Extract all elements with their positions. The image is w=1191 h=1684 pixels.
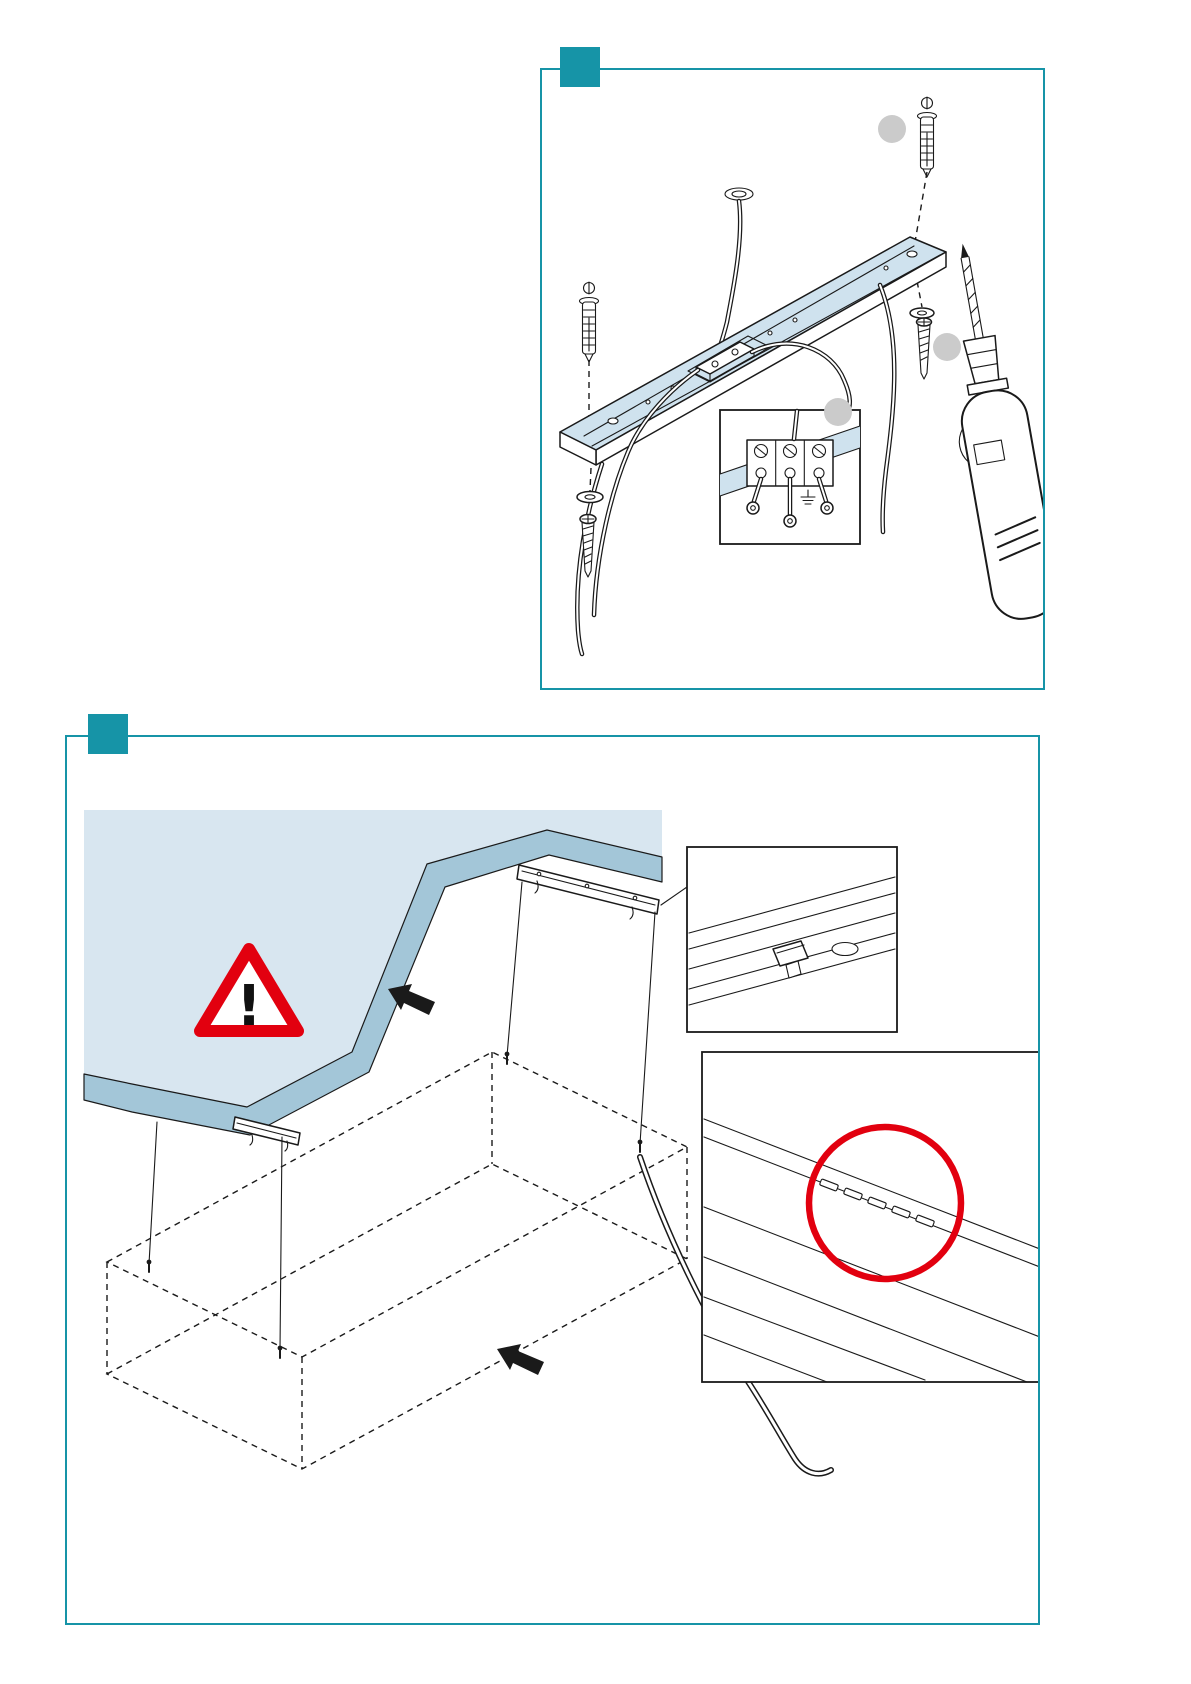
slot-detail-inset [701,1051,1038,1383]
mounting-bracket-left [232,1116,301,1152]
washer-left [576,490,604,504]
step-1-panel [540,47,1045,690]
bracket-detail-inset [686,846,898,1033]
mounting-rail-right [516,864,660,920]
power-drill-icon [958,243,1043,620]
ceiling [83,810,663,1136]
wall-anchor-left [578,281,600,363]
direction-arrow-lower-icon [497,1344,544,1375]
wiring-detail-inset [719,398,861,545]
wire-clip-detail [772,940,809,979]
callout-dot-screw [933,333,961,361]
callout-dot-anchor [878,115,906,143]
terminal-wires [746,408,834,528]
washer-right [909,307,935,319]
power-cable [637,1154,834,1477]
step-1-marker [560,47,600,87]
vent-slots [819,1178,935,1228]
suspended-fixture-outline [105,1051,689,1470]
step-2-marker [88,714,128,754]
suspension-wires [146,881,656,1359]
direction-arrow-upper-icon [388,984,435,1015]
screw-right [915,317,933,380]
step-2-panel: ! [65,714,1040,1625]
warning-exclamation: ! [236,974,262,1039]
wall-anchor-right [916,96,938,178]
step-1-illustration [559,96,1043,657]
callout-dot-wiring [824,398,852,426]
highlight-circle [805,1123,965,1283]
rail-hole-detail [831,941,859,957]
step-2-illustration: ! [83,810,1038,1477]
warning-triangle-icon: ! [194,943,304,1039]
wires [575,282,897,657]
inset-leader-line [660,886,688,906]
screw-left [579,513,597,578]
ground-symbol [800,489,816,505]
